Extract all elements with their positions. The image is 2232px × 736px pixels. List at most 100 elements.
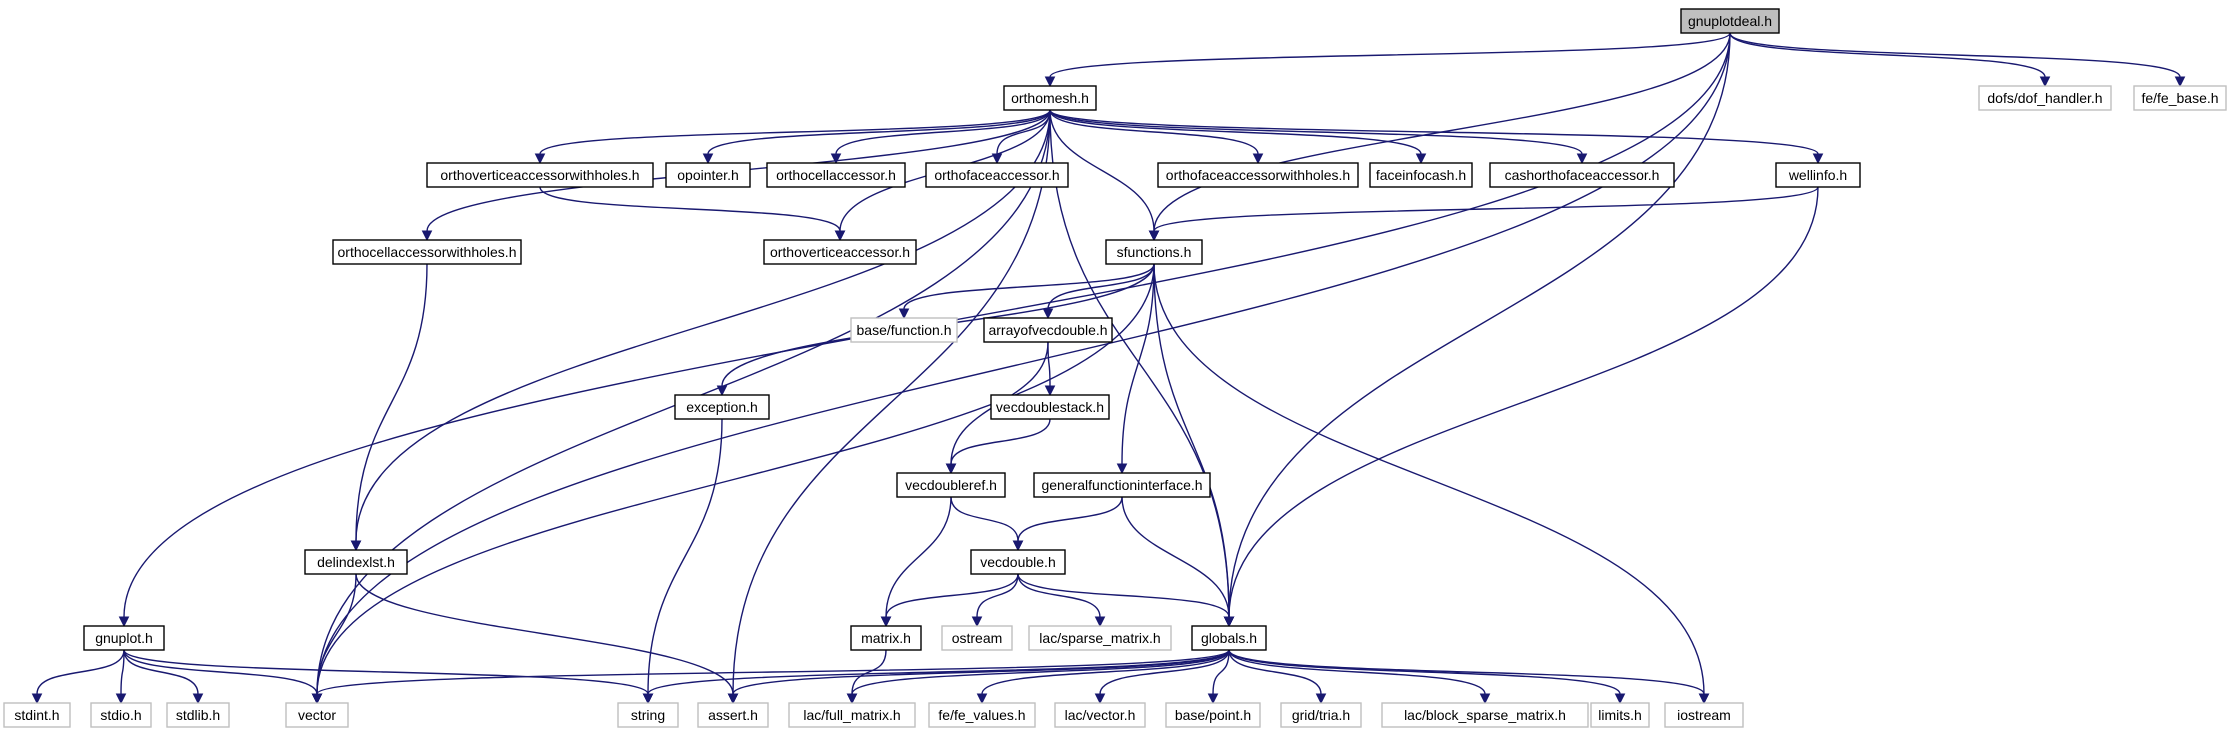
node-exception[interactable]: exception.h — [674, 394, 770, 420]
node-faceinfocash[interactable]: faceinfocash.h — [1369, 162, 1473, 188]
node-stdlib: stdlib.h — [166, 702, 230, 728]
node-box — [941, 625, 1013, 651]
node-wellinfo[interactable]: wellinfo.h — [1775, 162, 1861, 188]
edge-gnuplot-to-stdint — [31, 649, 125, 705]
edge-globals-to-limits — [1228, 649, 1626, 705]
node-label: orthocellaccessorwithholes.h — [338, 244, 517, 260]
node-box — [983, 317, 1113, 343]
node-box — [166, 702, 230, 728]
edge-orthomesh-to-wellinfo — [1049, 109, 1824, 165]
node-label: base/function.h — [857, 322, 952, 338]
node-label: vecdouble.h — [980, 554, 1056, 570]
node-label: string — [631, 707, 665, 723]
edge-orthomesh-to-opointer — [702, 109, 1051, 165]
node-gnuplotdeal[interactable]: gnuplotdeal.h — [1680, 8, 1780, 34]
node-box — [1003, 85, 1097, 111]
edge-sfunctions-to-base-function — [898, 263, 1155, 320]
edges-layer — [31, 32, 2186, 705]
node-matrix[interactable]: matrix.h — [850, 625, 922, 651]
node-box — [1489, 162, 1675, 188]
edge-globals-to-fe-values — [976, 649, 1230, 705]
node-orthocellaccessor[interactable]: orthocellaccessor.h — [766, 162, 906, 188]
edge-globals-to-lac-vector — [1094, 649, 1230, 705]
node-box — [1369, 162, 1473, 188]
node-limits: limits.h — [1590, 702, 1650, 728]
node-label: assert.h — [708, 707, 758, 723]
node-box — [766, 162, 906, 188]
node-label: sfunctions.h — [1117, 244, 1192, 260]
node-box — [925, 162, 1069, 188]
node-label: opointer.h — [677, 167, 739, 183]
node-iostream: iostream — [1664, 702, 1744, 728]
node-box — [304, 549, 408, 575]
node-label: stdio.h — [100, 707, 141, 723]
edge-vecdouble-to-matrix — [880, 573, 1019, 628]
node-label: vecdoublestack.h — [996, 399, 1104, 415]
node-base-point: base/point.h — [1165, 702, 1261, 728]
node-sfunctions[interactable]: sfunctions.h — [1105, 239, 1203, 265]
node-base-function: base/function.h — [850, 317, 958, 343]
node-label: cashorthofaceaccessor.h — [1505, 167, 1660, 183]
node-box — [1054, 702, 1146, 728]
node-label: lac/full_matrix.h — [803, 707, 900, 723]
edge-gnuplot-to-stdio — [115, 649, 127, 705]
edge-vecdoubleref-to-vecdouble — [950, 496, 1024, 552]
node-box — [1165, 702, 1261, 728]
node-cashorthofaceaccessor[interactable]: cashorthofaceaccessor.h — [1489, 162, 1675, 188]
edge-globals-to-assert — [727, 649, 1230, 705]
edge-orthocellaccessorwithholes-to-delindexlst — [350, 263, 428, 552]
node-box — [697, 702, 769, 728]
node-label: gnuplot.h — [95, 630, 153, 646]
node-grid-tria: grid/tria.h — [1280, 702, 1362, 728]
node-orthocellaccessorwithholes[interactable]: orthocellaccessorwithholes.h — [332, 239, 522, 265]
node-box — [928, 702, 1036, 728]
edge-gnuplot-to-vector — [123, 649, 323, 705]
node-box — [3, 702, 71, 728]
edge-globals-to-lac-full-matrix — [846, 649, 1230, 705]
node-label: limits.h — [1598, 707, 1642, 723]
edge-orthomesh-to-orthofaceaccessorwithholes — [1049, 109, 1264, 165]
edge-generalfunctioninterface-to-vecdouble — [1012, 496, 1123, 552]
node-opointer[interactable]: opointer.h — [665, 162, 751, 188]
node-box — [763, 239, 917, 265]
node-label: fe/fe_base.h — [2141, 90, 2218, 106]
node-orthofaceaccessorwithholes[interactable]: orthofaceaccessorwithholes.h — [1157, 162, 1359, 188]
node-label: orthofaceaccessorwithholes.h — [1166, 167, 1350, 183]
node-vecdoubleref[interactable]: vecdoubleref.h — [896, 472, 1006, 498]
node-orthomesh[interactable]: orthomesh.h — [1003, 85, 1097, 111]
node-delindexlst[interactable]: delindexlst.h — [304, 549, 408, 575]
node-assert: assert.h — [697, 702, 769, 728]
node-arrayofvecdouble[interactable]: arrayofvecdouble.h — [983, 317, 1113, 343]
node-orthoverticeaccessorwithholes[interactable]: orthoverticeaccessorwithholes.h — [426, 162, 654, 188]
node-gnuplot[interactable]: gnuplot.h — [83, 625, 165, 651]
node-generalfunctioninterface[interactable]: generalfunctioninterface.h — [1033, 472, 1211, 498]
node-label: ostream — [952, 630, 1003, 646]
node-label: matrix.h — [861, 630, 911, 646]
edge-delindexlst-to-vector — [311, 573, 357, 705]
node-box — [990, 394, 1110, 420]
edge-wellinfo-to-sfunctions — [1148, 186, 1819, 242]
node-orthoverticeaccessor[interactable]: orthoverticeaccessor.h — [763, 239, 917, 265]
edge-sfunctions-to-globals — [1153, 263, 1235, 628]
node-orthofaceaccessor[interactable]: orthofaceaccessor.h — [925, 162, 1069, 188]
edge-globals-to-vector — [311, 649, 1230, 705]
node-box — [1105, 239, 1203, 265]
edge-sfunctions-to-generalfunctioninterface — [1116, 263, 1155, 475]
node-label: orthomesh.h — [1011, 90, 1089, 106]
edge-vecdouble-to-globals — [1017, 573, 1235, 628]
node-vecdoublestack[interactable]: vecdoublestack.h — [990, 394, 1110, 420]
edge-globals-to-grid-tria — [1228, 649, 1327, 705]
node-label: gnuplotdeal.h — [1688, 13, 1772, 29]
edge-orthoverticeaccessorwithholes-to-orthoverticeaccessor — [539, 186, 846, 242]
node-box — [788, 702, 916, 728]
node-stdio: stdio.h — [90, 702, 152, 728]
node-box — [83, 625, 165, 651]
node-box — [896, 472, 1006, 498]
edge-globals-to-lac-block-sparse-matrix — [1228, 649, 1491, 705]
node-vecdouble[interactable]: vecdouble.h — [970, 549, 1066, 575]
node-box — [850, 625, 922, 651]
node-box — [970, 549, 1066, 575]
node-globals[interactable]: globals.h — [1191, 625, 1267, 651]
